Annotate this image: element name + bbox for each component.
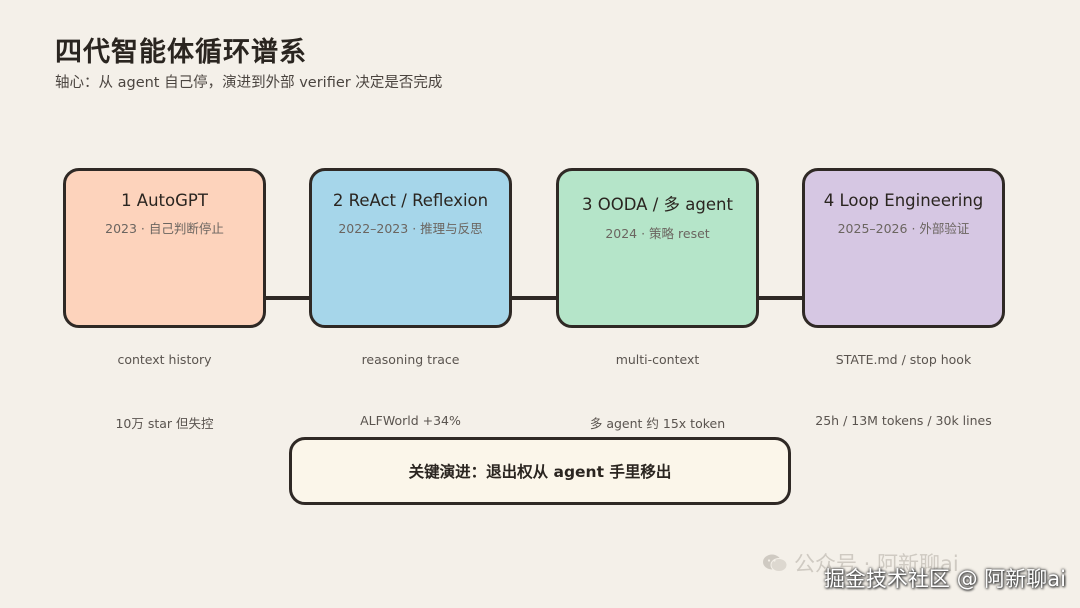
stage-title: 2 ReAct / Reflexion [332, 191, 489, 210]
watermark-text: 公众号 · 阿新聊ai [794, 552, 959, 576]
timeline-connector [260, 296, 810, 300]
stage-note-mechanism: multi-context [615, 352, 700, 367]
stage-card-ooda: 3 OODA / 多 agent 2024 · 策略 reset [556, 168, 759, 328]
stage-note-mechanism: context history [117, 352, 212, 367]
stage-note-mechanism: reasoning trace [361, 352, 460, 367]
stage-title: 1 AutoGPT [121, 191, 208, 210]
stage-title: 4 Loop Engineering [823, 191, 984, 210]
credit-watermark: 掘金技术社区 @ 阿新聊ai [823, 567, 1066, 591]
stage-note-result: 10万 star 但失控 [115, 416, 214, 431]
stage-note-result: 多 agent 约 15x token [589, 416, 726, 431]
stage-note-result: 25h / 13M tokens / 30k lines [815, 413, 992, 428]
stage-note-mechanism: STATE.md / stop hook [835, 352, 972, 367]
page-subtitle: 轴心：从 agent 自己停，演进到外部 verifier 决定是否完成 [55, 75, 443, 91]
stage-subtitle: 2023 · 自己判断停止 [105, 221, 224, 236]
wechat-icon [763, 554, 788, 572]
stage-card-loop-engineering: 4 Loop Engineering 2025–2026 · 外部验证 [802, 168, 1005, 328]
key-evolution-box: 关键演进：退出权从 agent 手里移出 [289, 437, 791, 505]
stage-note-result: ALFWorld +34% [360, 413, 461, 428]
stage-card-react-reflexion: 2 ReAct / Reflexion 2022–2023 · 推理与反思 [309, 168, 512, 328]
stage-subtitle: 2025–2026 · 外部验证 [837, 221, 970, 236]
stage-title: 3 OODA / 多 agent [582, 195, 733, 214]
stage-card-autogpt: 1 AutoGPT 2023 · 自己判断停止 [63, 168, 266, 328]
key-evolution-text: 关键演进：退出权从 agent 手里移出 [408, 463, 672, 481]
stage-subtitle: 2024 · 策略 reset [605, 226, 710, 241]
watermark: 公众号 · 阿新聊ai [762, 548, 959, 578]
stage-subtitle: 2022–2023 · 推理与反思 [338, 221, 483, 236]
page-title: 四代智能体循环谱系 [55, 37, 307, 68]
